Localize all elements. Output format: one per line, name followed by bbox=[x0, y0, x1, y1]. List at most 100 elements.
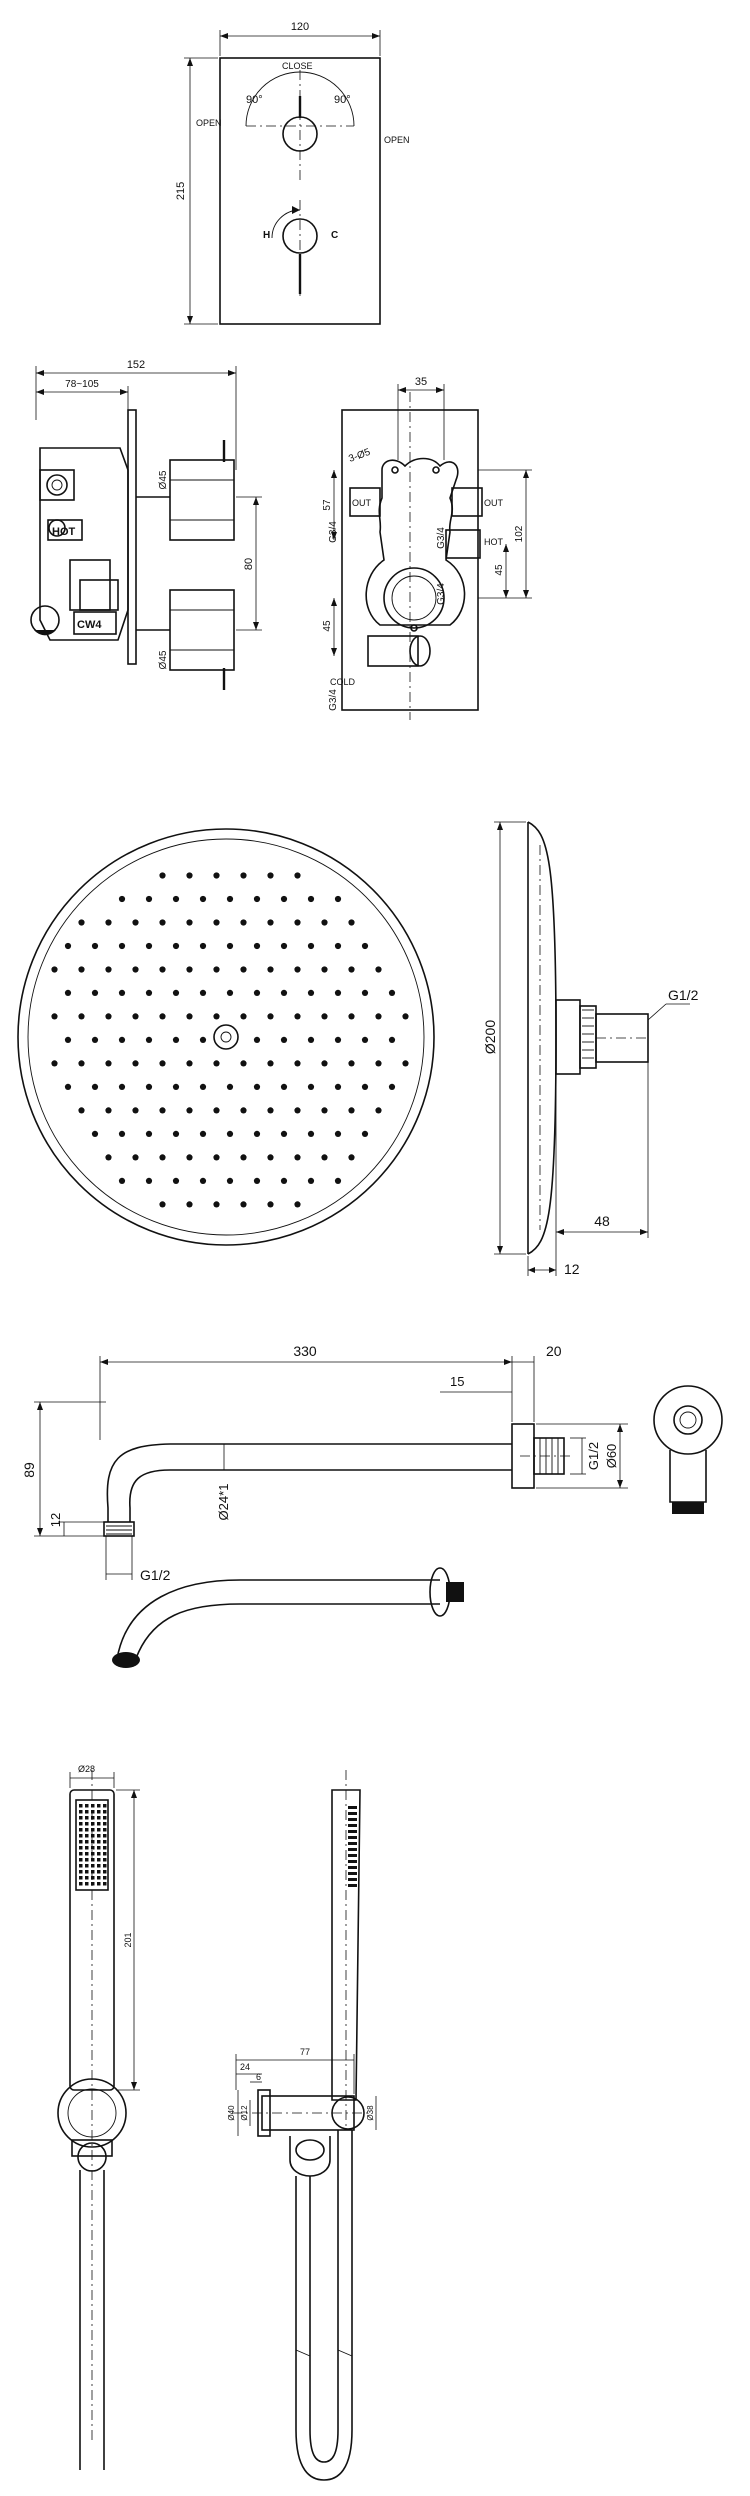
close-label: CLOSE bbox=[282, 61, 313, 71]
spray-hole bbox=[91, 1804, 95, 1808]
nozzle-dot bbox=[145, 989, 153, 997]
nozzle-dot bbox=[105, 919, 112, 926]
nozzle-dot bbox=[280, 1036, 288, 1043]
spray-hole bbox=[79, 1876, 83, 1880]
spray-rib bbox=[348, 1812, 357, 1815]
nozzle-dot bbox=[280, 1083, 288, 1090]
shower-arm-side: 330 20 15 Ø24*1 89 12 G1/2 G1/2 Ø60 bbox=[21, 1343, 628, 1583]
nozzle-dot bbox=[145, 1130, 153, 1137]
hand-holder-dia-38: Ø38 bbox=[366, 2105, 375, 2121]
nozzle-dot bbox=[118, 1177, 126, 1184]
spray-hole bbox=[85, 1834, 89, 1838]
spray-hole bbox=[79, 1822, 83, 1826]
spray-rib bbox=[348, 1854, 357, 1857]
spray-hole bbox=[85, 1870, 89, 1874]
nozzle-dot bbox=[159, 919, 166, 926]
side-wall-plate bbox=[127, 409, 137, 665]
nozzle-dot bbox=[307, 1177, 315, 1184]
nozzle-dot bbox=[388, 1036, 396, 1043]
spray-hole bbox=[91, 1840, 95, 1844]
spray-hole bbox=[97, 1864, 101, 1868]
hand-shower-side: 77 24 6 Ø40 Ø12 Ø38 bbox=[227, 1770, 377, 2481]
arm-thread-side: G1/2 bbox=[586, 1442, 601, 1470]
side-knob-lower bbox=[169, 589, 235, 671]
arm-drop-dim: 89 bbox=[21, 1462, 37, 1478]
nozzle-dot bbox=[321, 1107, 328, 1114]
nozzle-dot bbox=[253, 1036, 261, 1043]
cold-letter: C bbox=[331, 230, 338, 241]
hand-holder-dia-12: Ø12 bbox=[240, 2105, 249, 2121]
spray-hole bbox=[103, 1810, 107, 1814]
nozzle-dot bbox=[334, 1036, 342, 1043]
spray-hole bbox=[85, 1828, 89, 1832]
hand-length-dim: 201 bbox=[123, 1932, 133, 1947]
nozzle-dot bbox=[280, 1177, 288, 1184]
spray-hole bbox=[79, 1852, 83, 1856]
spray-hole bbox=[103, 1816, 107, 1820]
back-thread-bottom: G3/4 bbox=[328, 689, 339, 711]
nozzle-dot bbox=[348, 1013, 355, 1020]
nozzle-dot bbox=[91, 942, 99, 950]
nozzle-dot bbox=[240, 966, 247, 973]
back-thread-mid: G3/4 bbox=[436, 583, 447, 605]
nozzle-dot bbox=[402, 1060, 409, 1067]
angle-left: 90° bbox=[246, 94, 263, 106]
side-range-dim: 78~105 bbox=[65, 379, 99, 390]
shower-head-side: G1/2 Ø200 48 12 bbox=[482, 821, 699, 1277]
shower-head-front bbox=[17, 828, 435, 1246]
spray-hole bbox=[97, 1870, 101, 1874]
nozzle-dot bbox=[91, 1036, 99, 1043]
spray-hole bbox=[97, 1882, 101, 1886]
nozzle-dot bbox=[321, 1060, 328, 1067]
nozzle-dot bbox=[267, 919, 274, 926]
spray-hole bbox=[79, 1864, 83, 1868]
nozzle-dot bbox=[240, 1201, 247, 1208]
valve-side-view: 152 78~105 HOT CW4 Ø45 Ø45 bbox=[30, 359, 262, 690]
shower-arm-flange-front bbox=[653, 1385, 723, 1514]
nozzle-dot bbox=[118, 895, 126, 903]
hand-holder-dia-40: Ø40 bbox=[227, 2105, 236, 2121]
nozzle-dot bbox=[145, 1177, 153, 1184]
head-depth-dim: 48 bbox=[594, 1213, 610, 1229]
back-cold-label: COLD bbox=[330, 677, 356, 687]
spray-rib bbox=[348, 1806, 357, 1809]
nozzle-dot bbox=[199, 989, 207, 997]
spray-hole bbox=[97, 1834, 101, 1838]
nozzle-dot bbox=[145, 1036, 153, 1043]
spray-hole bbox=[79, 1870, 83, 1874]
nozzle-dot bbox=[145, 942, 153, 950]
spray-hole bbox=[97, 1858, 101, 1862]
nozzle-dot bbox=[294, 966, 301, 973]
nozzle-dot bbox=[267, 1107, 274, 1114]
nozzle-dot bbox=[334, 1130, 342, 1137]
nozzle-dot bbox=[132, 1154, 139, 1161]
nozzle-dot bbox=[361, 942, 369, 950]
nozzle-dot bbox=[361, 1036, 369, 1043]
back-hot-label: HOT bbox=[484, 537, 504, 547]
spray-hole bbox=[85, 1852, 89, 1856]
nozzle-dot bbox=[159, 1060, 166, 1067]
nozzle-dot bbox=[78, 1060, 85, 1067]
hand-spray-side bbox=[348, 1806, 357, 1887]
side-valve-body bbox=[39, 447, 129, 641]
nozzle-dot bbox=[118, 989, 126, 997]
valve-faceplate bbox=[219, 57, 381, 325]
spray-rib bbox=[348, 1842, 357, 1845]
spray-hole bbox=[103, 1804, 107, 1808]
nozzle-dot bbox=[159, 872, 166, 879]
shower-nozzles bbox=[51, 872, 409, 1208]
nozzle-dot bbox=[294, 1013, 301, 1020]
nozzle-dot bbox=[186, 872, 193, 879]
nozzle-dot bbox=[294, 1107, 301, 1114]
nozzle-dot bbox=[213, 966, 220, 973]
nozzle-dot bbox=[64, 1036, 72, 1043]
nozzle-dot bbox=[186, 1201, 193, 1208]
head-diameter-dim: Ø200 bbox=[482, 1020, 498, 1054]
spray-hole bbox=[91, 1828, 95, 1832]
nozzle-dot bbox=[240, 1013, 247, 1020]
spray-hole bbox=[97, 1804, 101, 1808]
nozzle-dot bbox=[199, 895, 207, 903]
nozzle-dot bbox=[375, 966, 382, 973]
spray-hole bbox=[91, 1822, 95, 1826]
nozzle-dot bbox=[226, 895, 234, 903]
